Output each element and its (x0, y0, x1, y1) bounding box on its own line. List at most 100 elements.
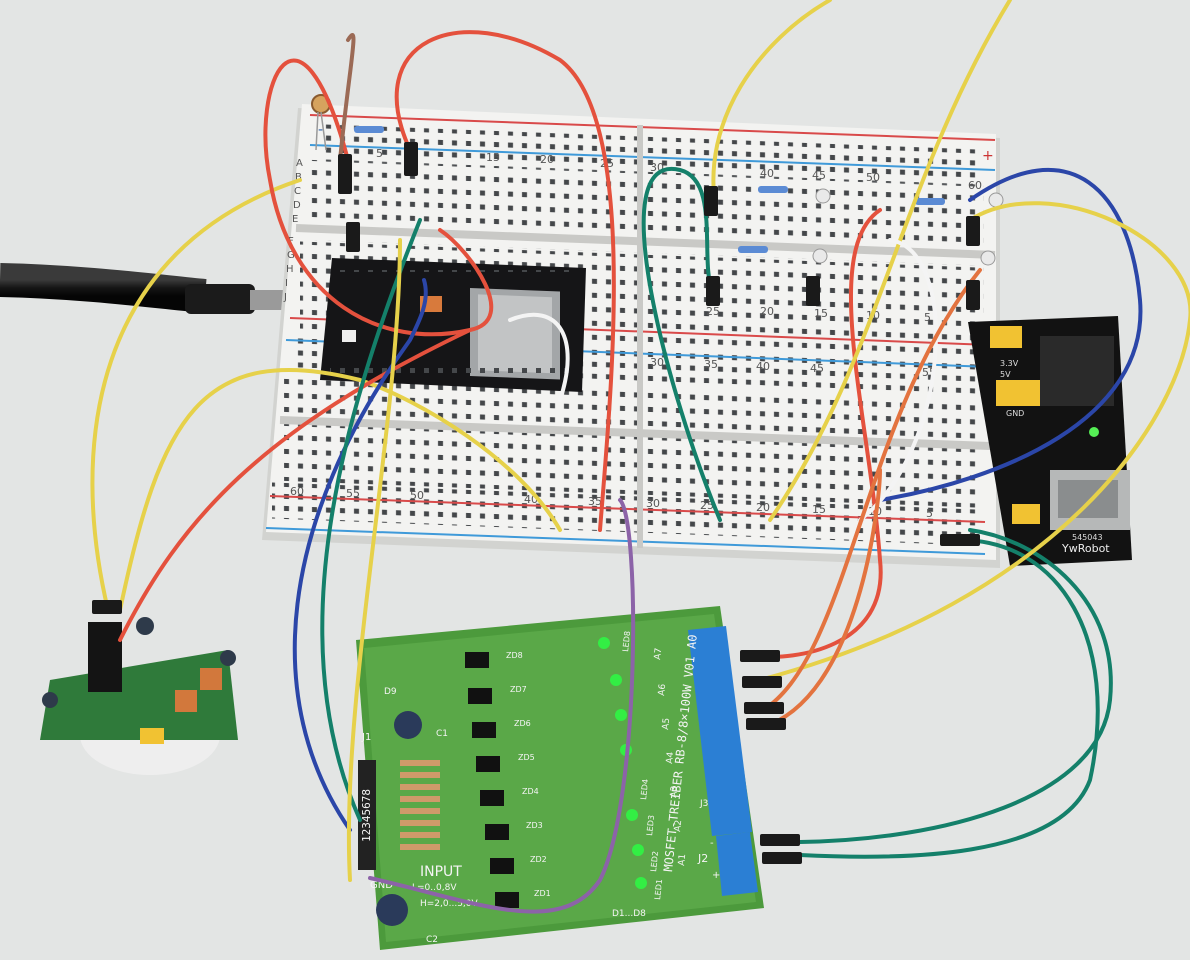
row-letter: E (292, 214, 298, 225)
connector-j3-label: J3 (699, 799, 708, 809)
terminal-plus-label: + (712, 870, 720, 881)
breadboard: 5 15 20 25 30 40 45 50 60 25 20 15 10 5 … (262, 104, 1000, 568)
led-label: LED3 (645, 815, 656, 837)
power-5v-label: 5V (1000, 370, 1011, 379)
low-col-number: 25 (700, 499, 714, 512)
zener-label: ZD3 (526, 821, 543, 830)
row-letter: A (296, 158, 303, 169)
output-label: A4 (665, 751, 676, 764)
wire-brown (338, 33, 356, 162)
output-label: A7 (653, 647, 664, 660)
top-col-number: 45 (812, 169, 826, 182)
low-col-number: 5 (926, 507, 933, 520)
jumper-wires (90, 0, 1190, 914)
wire-yellow (118, 368, 562, 612)
mid-col-number: 35 (704, 358, 718, 371)
top-col-number: 5 (376, 147, 383, 160)
row-letter: I (285, 278, 288, 289)
input-label: INPUT (420, 864, 462, 880)
esp32-board (320, 258, 586, 392)
wire-green (320, 218, 422, 822)
wire-yellow (90, 178, 302, 612)
resistors (354, 126, 945, 253)
mid-col-number: 40 (756, 360, 770, 373)
rail-plus-label: + (982, 148, 994, 164)
capacitor-c2 (376, 894, 408, 926)
low-col-number: 60 (290, 485, 304, 498)
upper-row-number: 25 (706, 305, 720, 318)
zener-label: ZD7 (510, 685, 527, 694)
wire-green (798, 538, 1100, 859)
capacitor-c1-label: C1 (436, 729, 448, 739)
level-low-label: L=0..0,8V (412, 883, 457, 893)
board-resistors (400, 760, 440, 850)
upper-row-number: 15 (814, 307, 828, 320)
diode-d9-label: D9 (384, 687, 397, 697)
wire-green (641, 166, 722, 522)
wire-yellow (768, 0, 1012, 522)
led-label: LED4 (639, 779, 650, 801)
low-col-number: 35 (588, 495, 602, 508)
zener-label: ZD1 (534, 889, 551, 898)
wire-red (263, 58, 494, 337)
row-letter: D (293, 200, 301, 211)
power-33v-label: 3.3V (1000, 359, 1019, 368)
rail-minus-label: - (318, 122, 323, 138)
jumper-plugs (92, 142, 980, 864)
diodes-label: D1...D8 (612, 909, 646, 919)
low-col-number: 55 (346, 487, 360, 500)
row-letter: G (287, 250, 295, 261)
top-col-number: 50 (866, 171, 880, 184)
capacitor-c1 (394, 711, 422, 739)
mid-col-number: 30 (650, 356, 664, 369)
wire-red (394, 30, 616, 532)
power-code-label: 545043 (1072, 533, 1103, 542)
mosfet-chips (465, 652, 519, 908)
power-gnd-label: GND (1006, 409, 1024, 418)
input-pin-numbers: 12345678 (360, 789, 373, 842)
wire-blue (292, 278, 428, 832)
wire-yellow (711, 0, 832, 212)
low-col-number: 30 (646, 497, 660, 510)
upper-row-number: 20 (760, 305, 774, 318)
top-col-number: 20 (540, 153, 554, 166)
top-col-number: 15 (486, 151, 500, 164)
zener-label: ZD5 (518, 753, 535, 762)
output-label: A2 (673, 819, 684, 832)
low-col-number: 50 (410, 489, 424, 502)
wire-yellow (346, 238, 402, 882)
top-col-number: 40 (760, 167, 774, 180)
wire-blue (878, 168, 1143, 502)
screw-terminal-outputs (688, 626, 752, 836)
row-letter: H (286, 264, 294, 275)
wire-white (508, 312, 570, 402)
connector-j2-label: J2 (697, 852, 708, 865)
level-high-label: H=2,0...5,0V (420, 899, 479, 909)
upper-row-number: 5 (924, 311, 931, 324)
row-letter: J (283, 292, 287, 303)
wire-green (798, 528, 1113, 844)
gnd-label: GND (370, 880, 393, 891)
mid-col-number: 45 (810, 362, 824, 375)
usb-cable (0, 263, 290, 314)
zener-label: ZD2 (530, 855, 547, 864)
screw-terminal-power (716, 832, 758, 896)
input-header (358, 760, 376, 870)
wire-orange (758, 468, 882, 730)
wire-orange (758, 268, 982, 714)
led-label: LED8 (621, 631, 632, 653)
led-label: LED2 (649, 851, 660, 873)
row-letter: B (295, 172, 302, 183)
zener-label: ZD8 (506, 651, 523, 660)
low-col-number: 15 (812, 503, 826, 516)
output-label: A1 (677, 853, 688, 866)
capacitor-c2-label: C2 (426, 935, 438, 945)
output-label: A6 (657, 683, 668, 696)
wire-white (858, 238, 938, 522)
connector-j1-label: J1 (361, 732, 371, 743)
output-label: A5 (661, 717, 672, 730)
mosfet-driver-board: MOSFET-TREIBER RB-8/8×100W V01 A0 INPUT … (356, 606, 764, 950)
output-label: A3 (669, 785, 680, 798)
power-brand-label: YwRobot (1061, 542, 1110, 555)
